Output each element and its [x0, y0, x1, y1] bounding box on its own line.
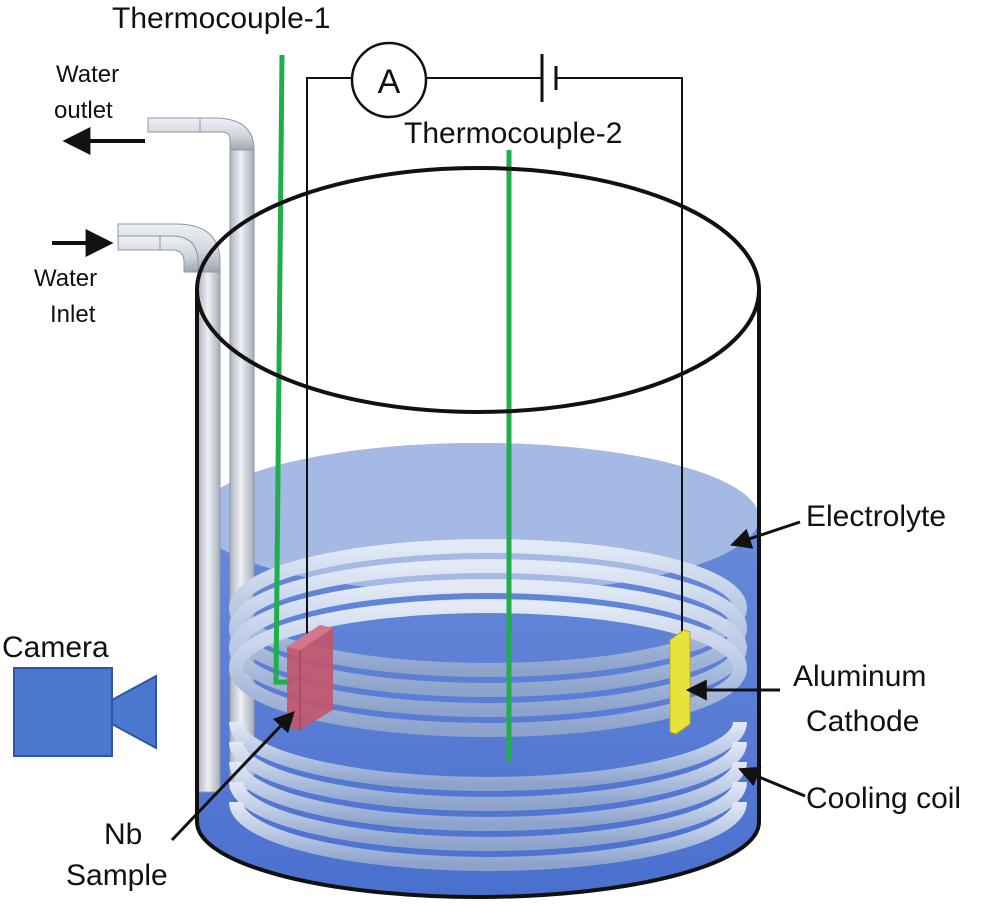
- electrolyte-label: Electrolyte: [806, 500, 946, 533]
- thermocouple-1-label: Thermocouple-1: [112, 2, 330, 35]
- cooling-coil-pointer: [738, 766, 806, 798]
- battery-symbol: [540, 54, 558, 102]
- nb-sample-label-line1: Nb: [104, 818, 142, 851]
- pointer-lines: [170, 520, 806, 842]
- nb-sample: [287, 625, 333, 730]
- camera-icon: [13, 667, 157, 757]
- nb-sample-pointer: [170, 710, 295, 842]
- water-inlet-label-line1: Water: [34, 265, 97, 292]
- aluminum-cathode: [669, 629, 691, 735]
- camera-label: Camera: [2, 631, 109, 664]
- electrolyte-pointer: [730, 520, 801, 549]
- ammeter: A: [350, 41, 428, 119]
- aluminum-cathode-label-line1: Aluminum: [793, 660, 926, 693]
- water-outlet-label-line1: Water: [56, 61, 119, 88]
- circuit-wires: [306, 77, 683, 640]
- ammeter-circle: [350, 41, 428, 119]
- outlet-pipe-elbow: [147, 117, 255, 151]
- labels: Thermocouple-1 Thermocouple-2 Water outl…: [2, 2, 961, 892]
- cooling-coil-label: Cooling coil: [806, 782, 961, 815]
- camera-body: [13, 667, 113, 757]
- ammeter-label: A: [378, 63, 401, 101]
- water-inlet-label-line2: Inlet: [50, 301, 96, 328]
- cooling-coil: [229, 539, 747, 871]
- thermocouple-1-wire: [273, 54, 292, 685]
- beaker: [195, 166, 761, 899]
- wire-left: [306, 77, 352, 640]
- camera-lens: [111, 674, 157, 750]
- water-outlet-label-line2: outlet: [54, 97, 113, 124]
- arrows: [52, 127, 145, 257]
- wire-right: [556, 77, 683, 640]
- nb-sample-label-line2: Sample: [66, 859, 168, 892]
- inlet-pipe-vertical: [197, 271, 221, 793]
- aluminum-cathode-label-line2: Cathode: [806, 705, 919, 738]
- beaker-bottom: [195, 821, 761, 899]
- thermocouple-2-label: Thermocouple-2: [404, 117, 622, 150]
- inlet-pipe-elbow: [117, 235, 199, 273]
- thermocouples: [273, 54, 512, 762]
